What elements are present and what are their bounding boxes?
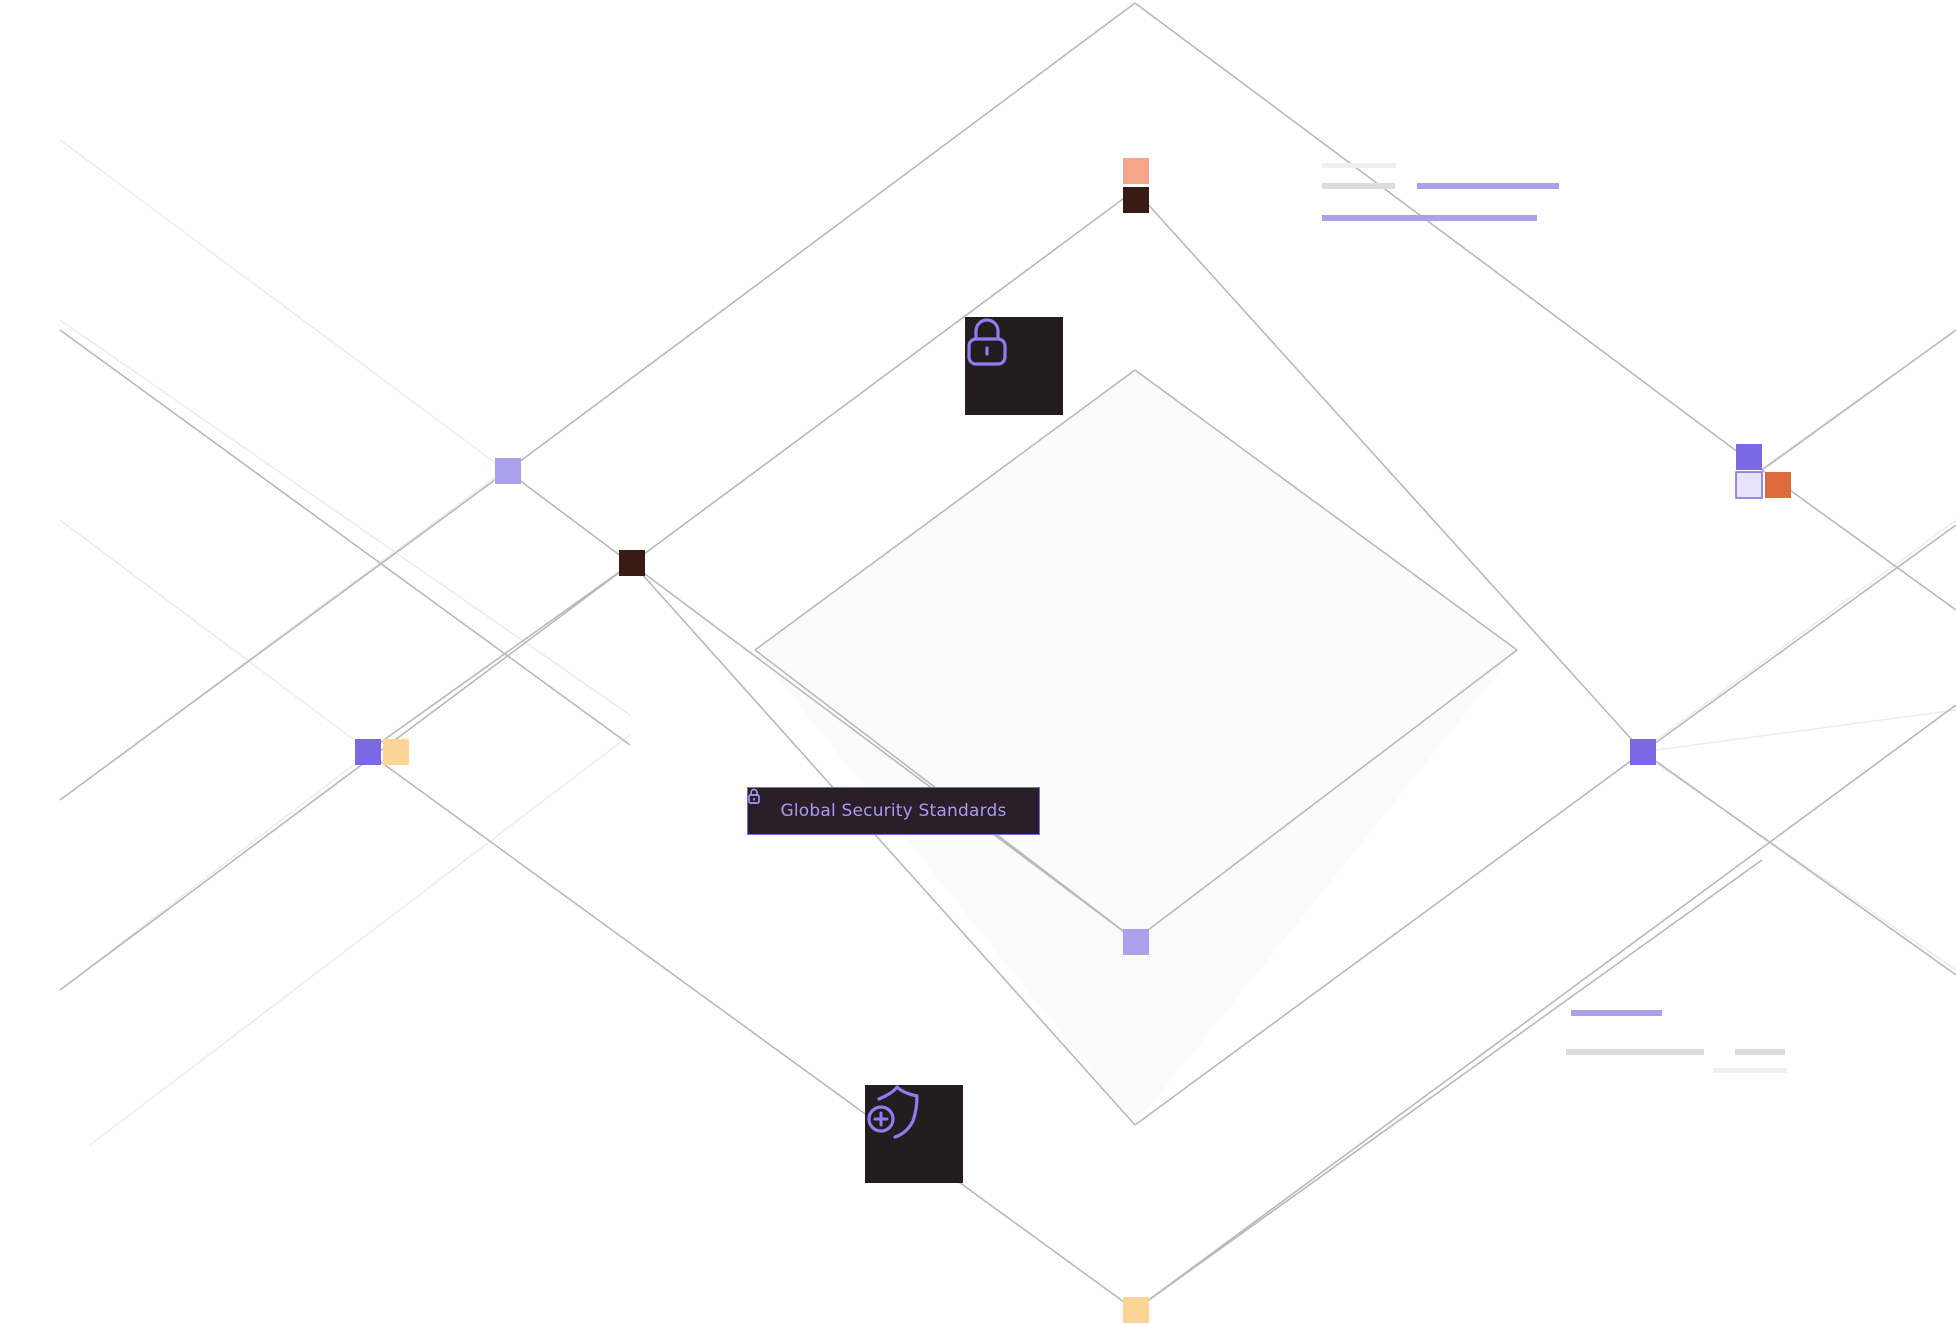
node-peach xyxy=(1123,1297,1149,1323)
main-grid-lines xyxy=(59,2,1956,1311)
node-purple xyxy=(1736,444,1762,470)
node-orange xyxy=(1765,472,1791,498)
shield-plus-icon xyxy=(867,1085,919,1139)
node-light-purple xyxy=(495,458,521,484)
decorative-bars xyxy=(1322,163,1787,1073)
node-salmon xyxy=(1123,158,1149,184)
node-purple xyxy=(1630,739,1656,765)
padlock-icon xyxy=(748,788,760,804)
node-peach xyxy=(383,739,409,765)
shield-tile xyxy=(865,1085,963,1183)
lock-tile xyxy=(965,317,1063,415)
badge-label: Global Security Standards xyxy=(780,801,1007,821)
node-dark xyxy=(619,550,645,576)
network-nodes xyxy=(355,158,1791,1323)
node-outline xyxy=(1735,471,1763,499)
global-security-standards-badge: Global Security Standards xyxy=(747,787,1040,835)
node-light-purple xyxy=(1123,929,1149,955)
node-dark xyxy=(1123,187,1149,213)
inner-diamond-fill xyxy=(755,370,1517,1125)
node-purple xyxy=(355,739,381,765)
lock-icon xyxy=(967,318,1007,366)
